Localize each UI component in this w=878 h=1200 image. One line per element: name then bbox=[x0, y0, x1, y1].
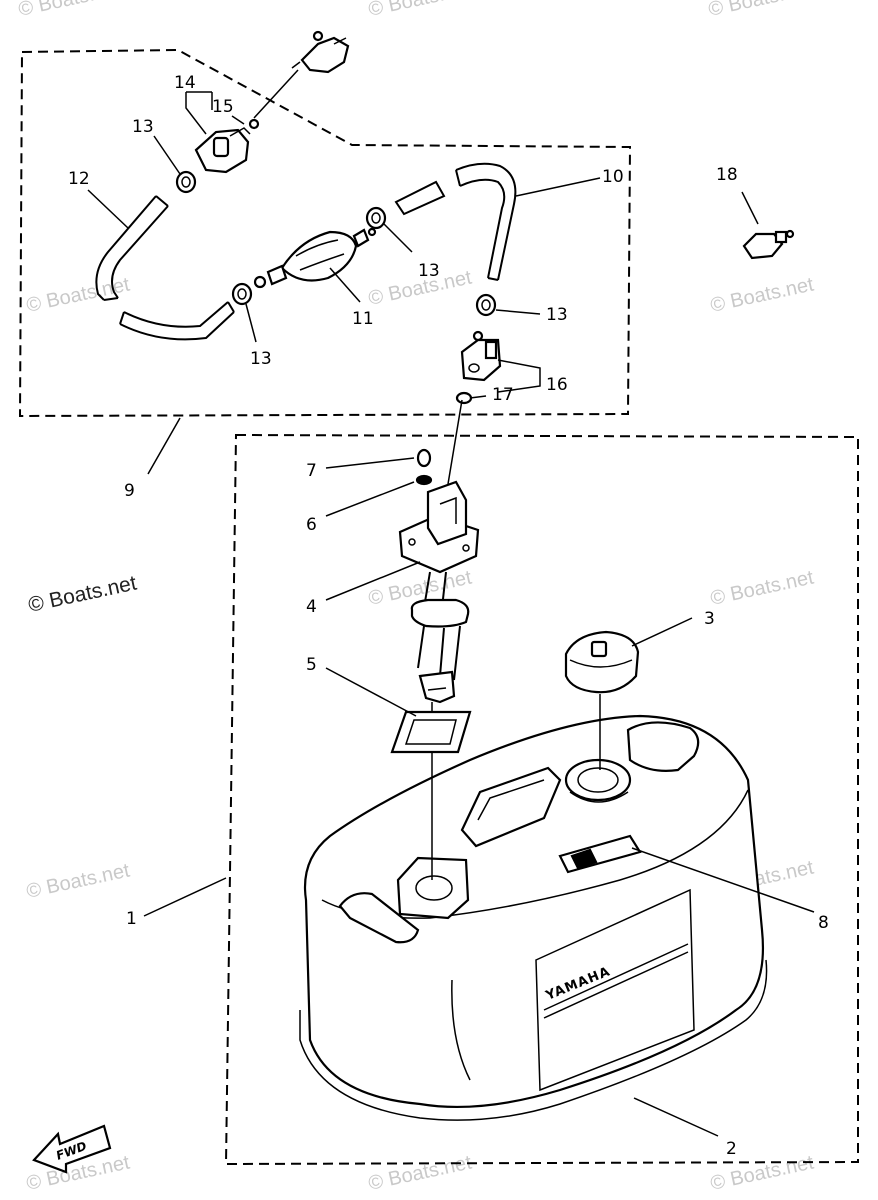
watermark: © Boats.net bbox=[708, 1151, 816, 1194]
watermark: © Boats.net bbox=[24, 859, 132, 902]
fuel-hose-assembly-group-outline bbox=[18, 48, 632, 418]
cap-nut bbox=[416, 448, 432, 468]
callout-labels: 14 15 13 12 10 18 13 11 13 13 16 17 9 7 … bbox=[68, 73, 829, 1159]
o-ring bbox=[455, 391, 473, 405]
fuel-hose bbox=[95, 195, 235, 341]
callout-11: 11 bbox=[352, 309, 374, 329]
callout-13: 13 bbox=[250, 349, 272, 369]
meter-gasket bbox=[390, 710, 472, 754]
hose-clip bbox=[231, 282, 253, 306]
leader-lines bbox=[87, 91, 815, 1137]
fuel-tank: YAMAHA bbox=[299, 714, 768, 1121]
callout-8: 8 bbox=[818, 913, 829, 933]
washer bbox=[415, 474, 433, 486]
callout-10: 10 bbox=[602, 167, 624, 187]
watermark: © Boats.net bbox=[708, 273, 816, 316]
watermark: © Boats.net bbox=[706, 0, 814, 21]
callout-18: 18 bbox=[716, 165, 738, 185]
callout-5: 5 bbox=[306, 655, 317, 675]
callout-13: 13 bbox=[418, 261, 440, 281]
primer-bulb bbox=[253, 227, 377, 289]
fuel-tank-assembly-group-outline bbox=[224, 433, 859, 1166]
callout-2: 2 bbox=[726, 1139, 737, 1159]
forward-direction-arrow: FWD bbox=[32, 1124, 112, 1174]
callout-7: 7 bbox=[306, 461, 317, 481]
watermark: © Boats.net bbox=[366, 0, 474, 21]
callout-9: 9 bbox=[124, 481, 135, 501]
callout-4: 4 bbox=[306, 597, 317, 617]
fuel-meter-pickup bbox=[398, 480, 480, 704]
callout-13: 13 bbox=[132, 117, 154, 137]
watermark: © Boats.net bbox=[26, 571, 139, 616]
caution-label bbox=[558, 834, 642, 874]
watermark: © Boats.net bbox=[708, 566, 816, 609]
callout-3: 3 bbox=[704, 609, 715, 629]
callout-17: 17 bbox=[492, 385, 514, 405]
hose-clip bbox=[365, 206, 387, 230]
callout-15: 15 bbox=[212, 97, 234, 117]
hose-clip bbox=[175, 170, 197, 194]
fuel-hose bbox=[394, 162, 517, 281]
hose-fitting-leader bbox=[447, 399, 463, 485]
hose-joint bbox=[194, 118, 260, 174]
tank-side-fitting bbox=[742, 229, 795, 260]
callout-13: 13 bbox=[546, 305, 568, 325]
callout-1: 1 bbox=[126, 909, 137, 929]
callout-16: 16 bbox=[546, 375, 568, 395]
callout-6: 6 bbox=[306, 515, 317, 535]
hose-end-connector bbox=[253, 30, 350, 119]
watermark: © Boats.net bbox=[366, 1151, 474, 1194]
hose-clip bbox=[475, 293, 497, 317]
fuel-tank-cap bbox=[564, 630, 640, 694]
callout-12: 12 bbox=[68, 169, 90, 189]
hose-fitting bbox=[460, 330, 502, 382]
callout-14: 14 bbox=[174, 73, 196, 93]
watermark: © Boats.net bbox=[16, 0, 124, 21]
